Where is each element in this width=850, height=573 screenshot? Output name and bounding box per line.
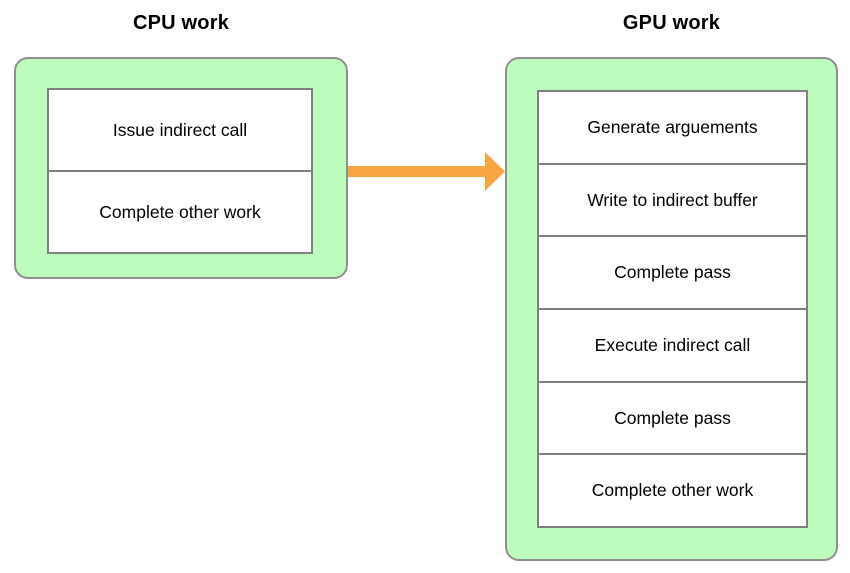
gpu-task-row: Complete pass xyxy=(539,235,806,308)
cpu-work-panel: Issue indirect call Complete other work xyxy=(14,57,348,279)
cpu-task-row: Complete other work xyxy=(49,170,311,252)
cpu-task-table: Issue indirect call Complete other work xyxy=(47,88,313,254)
gpu-task-row: Write to indirect buffer xyxy=(539,162,806,236)
arrow-head-icon xyxy=(485,152,505,191)
arrow-shaft xyxy=(348,166,488,177)
gpu-task-row: Complete pass xyxy=(539,380,806,454)
gpu-work-title: GPU work xyxy=(622,12,721,34)
gpu-task-table: Generate arguements Write to indirect bu… xyxy=(537,90,808,528)
cpu-task-row: Issue indirect call xyxy=(112,119,248,140)
gpu-task-row: Complete other work xyxy=(539,453,806,526)
cpu-to-gpu-arrow xyxy=(348,152,505,191)
cpu-work-title: CPU work xyxy=(132,12,230,34)
gpu-work-panel: Generate arguements Write to indirect bu… xyxy=(505,57,838,561)
gpu-task-row: Generate arguements xyxy=(587,116,758,137)
gpu-task-row: Execute indirect call xyxy=(539,308,806,381)
